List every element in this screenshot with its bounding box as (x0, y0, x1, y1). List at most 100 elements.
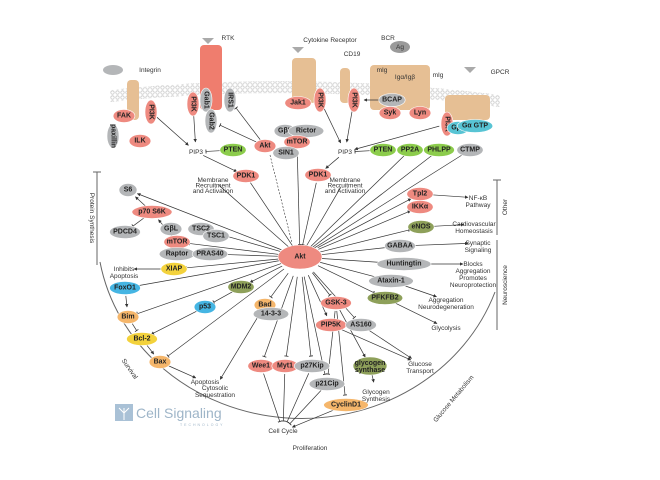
node-paxillin[interactable]: paxillin (106, 123, 120, 149)
node-syk[interactable]: Syk (378, 106, 402, 120)
edge-akt-pfkfb2 (317, 265, 377, 294)
node-gab1[interactable]: Gab1 (199, 87, 213, 113)
node-cyclind1[interactable]: CyclinD1 (323, 398, 369, 412)
node-raptor[interactable]: Raptor (158, 247, 196, 261)
node-label: Bim (121, 314, 134, 321)
edge-mra_r-akt (304, 186, 342, 249)
node-p53[interactable]: p53 (193, 300, 217, 314)
node-label: XIAP (166, 266, 183, 273)
node-ikka[interactable]: IKKα (406, 200, 434, 214)
node-irs1[interactable]: IRS1 (223, 87, 237, 113)
node-label: PDCD4 (113, 229, 137, 236)
node-ctmp[interactable]: CTMP (456, 143, 484, 157)
node-pip5k[interactable]: PIP5K (315, 318, 347, 332)
node-shape (128, 134, 152, 148)
node-p21cip[interactable]: p21Cip (308, 377, 346, 391)
node-ilk[interactable]: ILK (128, 134, 152, 148)
receptor-shape (292, 58, 316, 103)
node-label: S6 (124, 187, 133, 194)
node-myt1[interactable]: Myt1 (271, 359, 299, 373)
node-akt[interactable]: Akt (277, 244, 323, 270)
node-pras40[interactable]: PRAS40 (191, 247, 229, 261)
edge-akt-myt1 (284, 276, 298, 357)
node-s6[interactable]: S6 (118, 183, 138, 197)
node-label: Bad (258, 302, 271, 309)
node-shape (109, 225, 141, 239)
node-gab2[interactable]: Gab2 (204, 108, 218, 134)
node-label: p21Cip (315, 381, 338, 388)
node-p70s6k[interactable]: p70 S6K (131, 205, 173, 219)
node-huntingtin[interactable]: Huntingtin (376, 257, 432, 271)
node-mtor_l[interactable]: mTOR (163, 235, 191, 249)
node-lyn[interactable]: Lyn (408, 106, 432, 120)
node-enos[interactable]: eNOS (407, 220, 435, 234)
node-xiap[interactable]: XIAP (160, 262, 188, 276)
node-pten_l[interactable]: PTEN (219, 143, 247, 157)
node-wee1[interactable]: Wee1 (247, 359, 275, 373)
category-survival: Survival (120, 358, 139, 381)
node-mdm2[interactable]: MDM2 (227, 280, 255, 294)
node-pp2a[interactable]: PP2A (396, 143, 424, 157)
logo-subtext: TECHNOLOGY (180, 423, 225, 427)
edge-akt-mtor_l (186, 241, 281, 255)
node-jak1[interactable]: Jak1 (284, 96, 312, 110)
node-phlpp[interactable]: PHLPP (423, 143, 455, 157)
receptor-label-cytokine: Cytokine Receptor (303, 37, 357, 44)
node-fak[interactable]: FAK (112, 109, 136, 123)
node-sin1[interactable]: SIN1 (272, 146, 300, 160)
node-shape (456, 143, 484, 157)
node-pten_r[interactable]: PTEN (369, 143, 397, 157)
node-label: Wee1 (252, 363, 270, 370)
node-gabaa[interactable]: GABAA (384, 239, 416, 253)
node-p27kip[interactable]: p27Kip (293, 359, 331, 373)
category-neuroscience: Neuroscience (502, 265, 509, 305)
category-proliferation: Proliferation (293, 445, 328, 452)
node-label: PTEN (224, 147, 243, 154)
node-pfkfb2[interactable]: PFKFB2 (366, 291, 404, 305)
node-bax[interactable]: Bax (148, 355, 172, 369)
node-akt_small[interactable]: Akt (253, 139, 277, 153)
node-pdcd4[interactable]: PDCD4 (109, 225, 141, 239)
node-bim[interactable]: Bim (116, 310, 140, 324)
node-bcap[interactable]: BCAP (378, 93, 406, 107)
node-shape (308, 377, 346, 391)
node-ataxin1[interactable]: Ataxin-1 (368, 274, 414, 288)
node-tpl2[interactable]: Tpl2 (406, 187, 434, 201)
node-label: Gab1 (203, 91, 210, 109)
node-label: AS160 (350, 322, 372, 329)
edge-akt-ataxin1 (319, 261, 382, 280)
edge-mdm2-p53 (212, 290, 235, 305)
node-shape (456, 119, 494, 133)
node-pi3k_cd19[interactable]: PI3K (347, 87, 361, 113)
node-label: IKKα (412, 204, 429, 211)
node-label: Akt (259, 143, 271, 150)
node-as160[interactable]: AS160 (345, 318, 377, 332)
node-label: Akt (294, 254, 306, 261)
edge-akt-mdm2 (249, 265, 283, 283)
edge-gabaa-synaptic (407, 241, 469, 247)
node-pi3k_cyt[interactable]: PI3K (313, 87, 327, 113)
node-gl_l[interactable]: GβL (159, 222, 183, 236)
receptor-label-ag: Ag (396, 44, 404, 51)
node-gagtp[interactable]: Gα GTP (456, 119, 494, 133)
node-pi3k_rtk[interactable]: PI3K (186, 91, 200, 117)
node-tsc1[interactable]: TSC1 (202, 229, 230, 243)
node-foxo1[interactable]: FoxO1 (109, 281, 141, 295)
node-mtor_top[interactable]: mTOR (283, 135, 311, 149)
node-shape (227, 280, 255, 294)
node-pdk1_l[interactable]: PDK1 (232, 169, 260, 183)
node-shape (378, 106, 402, 120)
edge-myt1-cell_cycle (281, 373, 286, 422)
node-pdk1_r[interactable]: PDK1 (304, 168, 332, 182)
node-shape (252, 307, 290, 321)
node-gsk3[interactable]: GSK-3 (320, 296, 352, 310)
node-label: Rictor (296, 128, 317, 135)
node-b1433[interactable]: 14-3-3 (252, 307, 290, 321)
node-pi3k_int[interactable]: PI3K (144, 99, 158, 125)
edge-gsk3-glycogen_synthase (339, 309, 366, 358)
node-bcl2[interactable]: Bcl-2 (126, 332, 158, 346)
